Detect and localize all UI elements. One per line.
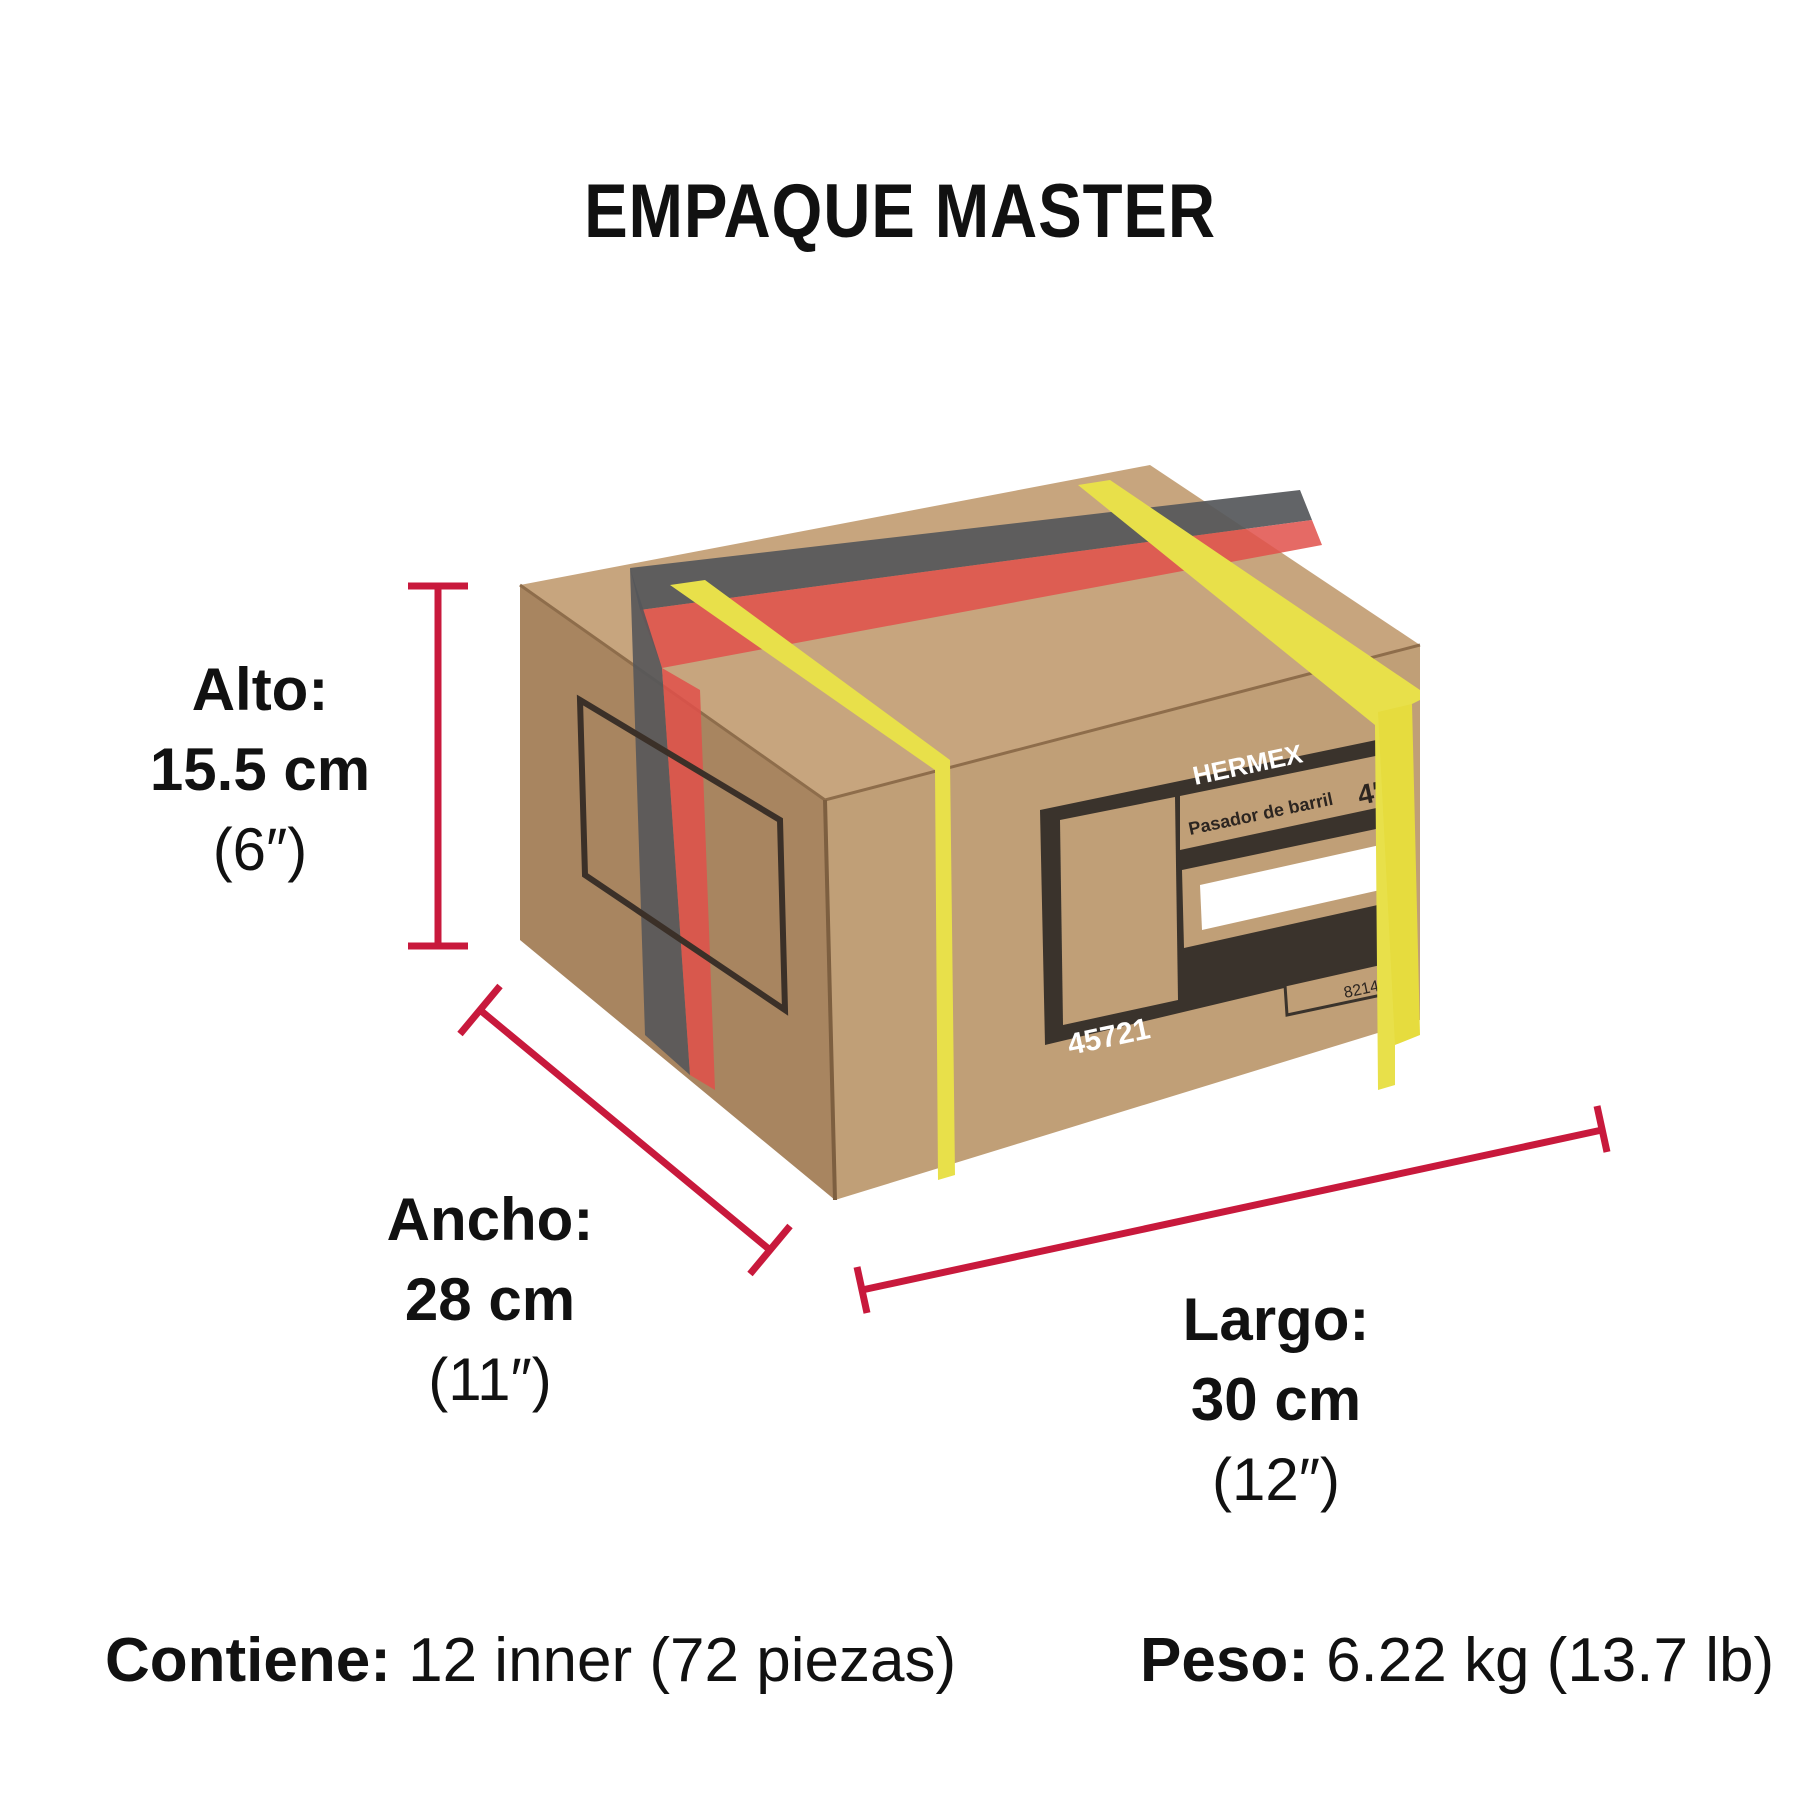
contents-info: Contiene: 12 inner (72 piezas)	[105, 1625, 956, 1696]
ancho-metric: 28 cm	[404, 1266, 576, 1333]
largo-imperial: (12″)	[1212, 1446, 1340, 1513]
ancho-dimension-line	[457, 983, 793, 1277]
contents-value: 12 inner (72 piezas)	[408, 1626, 957, 1695]
weight-value: 6.22 kg (13.7 lb)	[1326, 1626, 1775, 1695]
strap-left	[670, 580, 955, 1180]
largo-metric: 30 cm	[1190, 1366, 1362, 1433]
page-title: EMPAQUE MASTER	[584, 169, 1216, 254]
alto-metric: 15.5 cm	[149, 736, 371, 803]
side-label	[576, 694, 789, 1016]
ancho-label: Ancho: 28 cm (11″)	[310, 1180, 670, 1420]
tape-red	[640, 520, 1322, 668]
largo-dimension-line	[853, 1105, 1611, 1314]
alto-label: Alto: 15.5 cm (6″)	[80, 650, 440, 890]
largo-title: Largo:	[1182, 1286, 1370, 1353]
alto-dimension-line	[408, 582, 468, 950]
ancho-title: Ancho:	[386, 1186, 594, 1253]
weight-label: Peso:	[1140, 1626, 1309, 1695]
alto-imperial: (6″)	[212, 816, 308, 883]
ancho-imperial: (11″)	[428, 1346, 552, 1413]
largo-label: Largo: 30 cm (12″)	[1096, 1280, 1456, 1520]
strap-right	[1078, 480, 1420, 1090]
alto-title: Alto:	[191, 656, 329, 723]
front-label	[1040, 733, 1410, 1045]
weight-info: Peso: 6.22 kg (13.7 lb)	[1140, 1625, 1774, 1696]
contents-label: Contiene:	[105, 1626, 391, 1695]
